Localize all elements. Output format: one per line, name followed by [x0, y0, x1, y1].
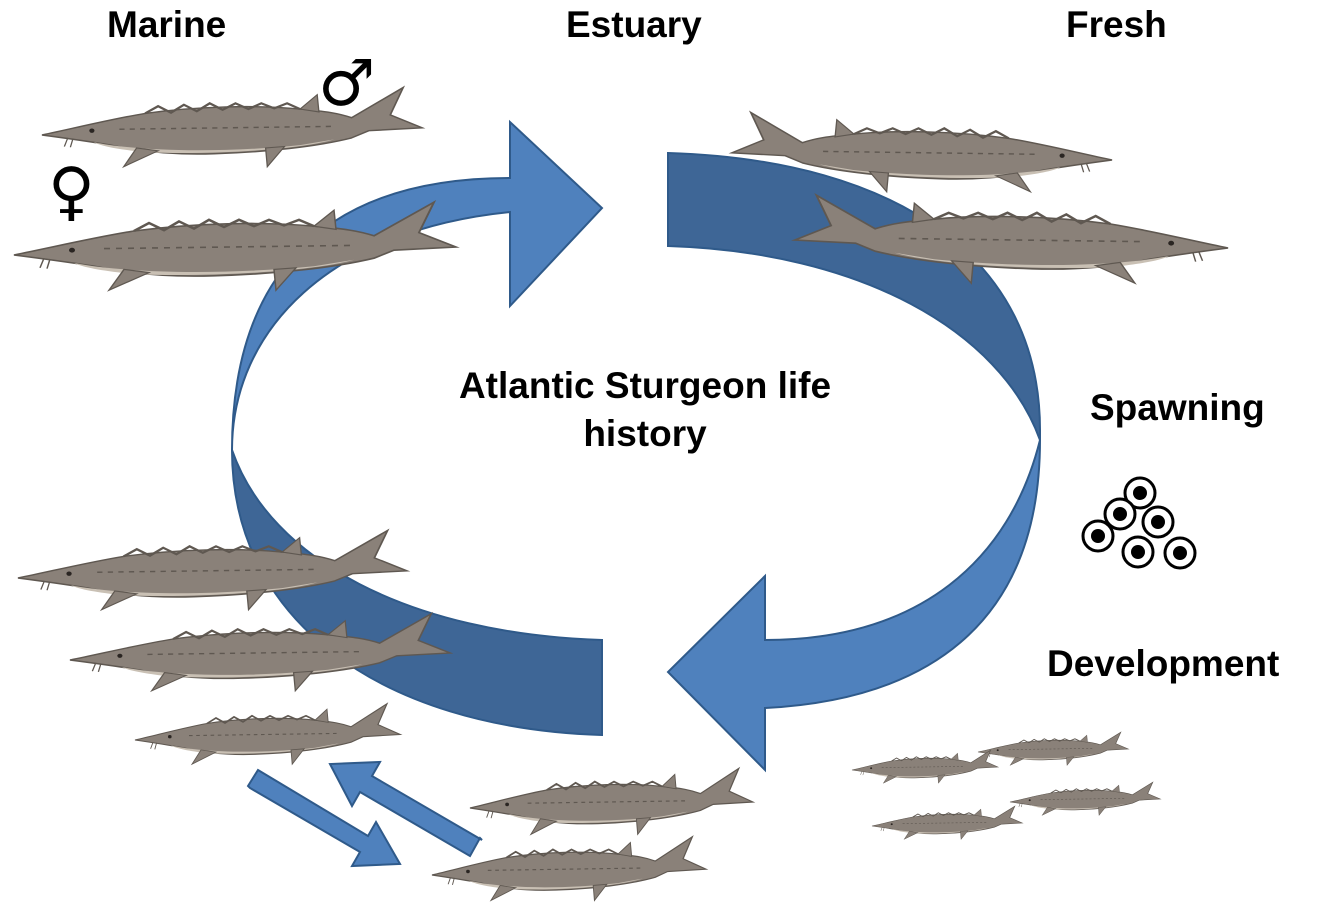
- diagram-title: Atlantic Sturgeon life history: [395, 362, 895, 458]
- stage-label-development: Development: [1047, 643, 1279, 685]
- fish-juvenile-2: [852, 750, 998, 783]
- stage-label-spawning: Spawning: [1090, 387, 1265, 429]
- fish-juvenile-3: [1010, 782, 1160, 815]
- female-symbol-icon: ♀: [48, 160, 95, 224]
- egg: [1165, 538, 1195, 568]
- egg: [1083, 521, 1113, 551]
- egg: [1123, 537, 1153, 567]
- zone-label-marine: Marine: [107, 4, 226, 46]
- fish-juvenile-1: [978, 732, 1128, 765]
- diagram-title-line-1: Atlantic Sturgeon life: [395, 362, 895, 410]
- diagram-title-line-2: history: [395, 410, 895, 458]
- egg-cluster: [1083, 478, 1195, 568]
- fish-subadult-3: [135, 704, 400, 765]
- arrow-fresh-to-estuary: [668, 440, 1040, 770]
- egg: [1143, 507, 1173, 537]
- male-symbol-icon: ♂: [318, 52, 375, 116]
- fish-juvenile-4: [872, 806, 1022, 839]
- zone-label-fresh: Fresh: [1066, 4, 1167, 46]
- zone-label-estuary: Estuary: [566, 4, 702, 46]
- fish-subadult-4: [470, 768, 753, 834]
- arrow-estuary-to-marine: [232, 450, 602, 735]
